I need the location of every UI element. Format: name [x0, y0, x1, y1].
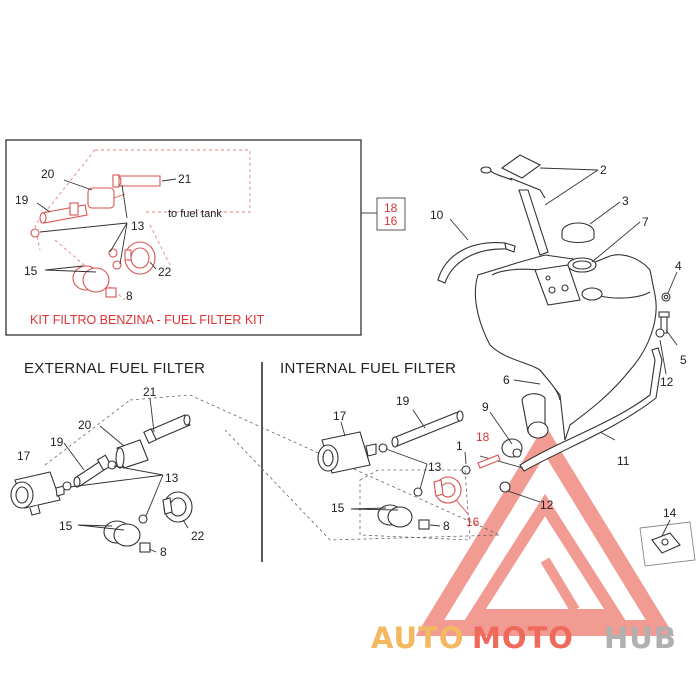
header-internal-fuel-filter: INTERNAL FUEL FILTER	[280, 360, 456, 377]
external-fuel-pump	[10, 471, 65, 516]
ext-label-8: 8	[160, 545, 167, 559]
watermark-auto: AUTO	[371, 621, 465, 655]
kit-label-8: 8	[126, 289, 133, 303]
tank-label-10: 10	[430, 208, 444, 222]
kit-label-22: 22	[158, 265, 172, 279]
int-label-16: 16	[466, 515, 480, 529]
kit-label-21: 21	[178, 172, 192, 186]
kit-label-13: 13	[131, 219, 145, 233]
fuel-tank: 2 3 7 10 4 5 12 6 9 1 18 11 12 14	[430, 154, 696, 567]
kit-nut-8	[105, 287, 117, 298]
kit-reference-box: 18 16	[361, 197, 406, 231]
internal-fuel-filter-group: 19 17 13 15 8 16	[317, 394, 480, 541]
ext-label-21: 21	[143, 385, 157, 399]
ext-label-19: 19	[50, 435, 64, 449]
tank-label-12b: 12	[540, 498, 554, 512]
int-label-13: 13	[428, 460, 442, 474]
watermark-logo: AUTO MOTO HUB	[371, 621, 677, 655]
tank-label-5: 5	[680, 353, 687, 367]
kit-label-20: 20	[41, 167, 55, 181]
kit-title: KIT FILTRO BENZINA - FUEL FILTER KIT	[30, 313, 265, 327]
tank-label-4: 4	[675, 259, 682, 273]
tank-label-12a: 12	[660, 375, 674, 389]
grommet-box	[639, 521, 696, 567]
kit-o-rings	[72, 265, 110, 293]
kit-note: to fuel tank	[168, 208, 222, 220]
ref-18: 18	[384, 201, 398, 215]
tank-label-9: 9	[482, 400, 489, 414]
kit-hose-19	[39, 202, 88, 224]
tank-label-3: 3	[622, 194, 629, 208]
tank-label-11: 11	[617, 454, 630, 468]
kit-fuel-filter	[87, 187, 126, 209]
tank-cap	[561, 222, 595, 244]
ext-label-22: 22	[191, 529, 205, 543]
tank-label-7: 7	[642, 215, 649, 229]
kit-hose-21	[112, 174, 161, 188]
watermark-hub: HUB	[604, 621, 677, 655]
internal-fuel-pump	[317, 431, 377, 474]
internal-filter-16	[433, 476, 462, 504]
ext-label-17: 17	[17, 449, 31, 463]
watermark-triangle	[415, 424, 675, 636]
watermark-moto: MOTO	[472, 621, 574, 655]
int-label-15: 15	[331, 501, 345, 515]
int-label-17: 17	[333, 409, 347, 423]
ref-16: 16	[384, 214, 398, 228]
ext-label-20: 20	[78, 418, 92, 432]
tank-gasket	[567, 257, 603, 301]
tank-label-6: 6	[503, 373, 510, 387]
external-fuel-filter-group: 21 20 19 17 13 15 22 8	[10, 385, 501, 559]
ext-label-15: 15	[59, 519, 73, 533]
tank-label-14: 14	[663, 506, 677, 520]
tank-label-2: 2	[600, 163, 607, 177]
int-label-8: 8	[443, 519, 450, 533]
tank-label-18: 18	[476, 430, 490, 444]
tank-label-1: 1	[456, 439, 463, 453]
tank-screws	[655, 292, 671, 338]
kit-label-19: 19	[15, 193, 29, 207]
fuel-filter-kit-box: 20 21 19 13 15 22 8 to fuel tank KIT FIL…	[5, 139, 362, 336]
header-external-fuel-filter: EXTERNAL FUEL FILTER	[24, 360, 205, 377]
int-label-19: 19	[396, 394, 410, 408]
kit-filter-housing-22	[124, 241, 156, 275]
ext-label-13: 13	[165, 471, 179, 485]
kit-label-15: 15	[24, 264, 38, 278]
